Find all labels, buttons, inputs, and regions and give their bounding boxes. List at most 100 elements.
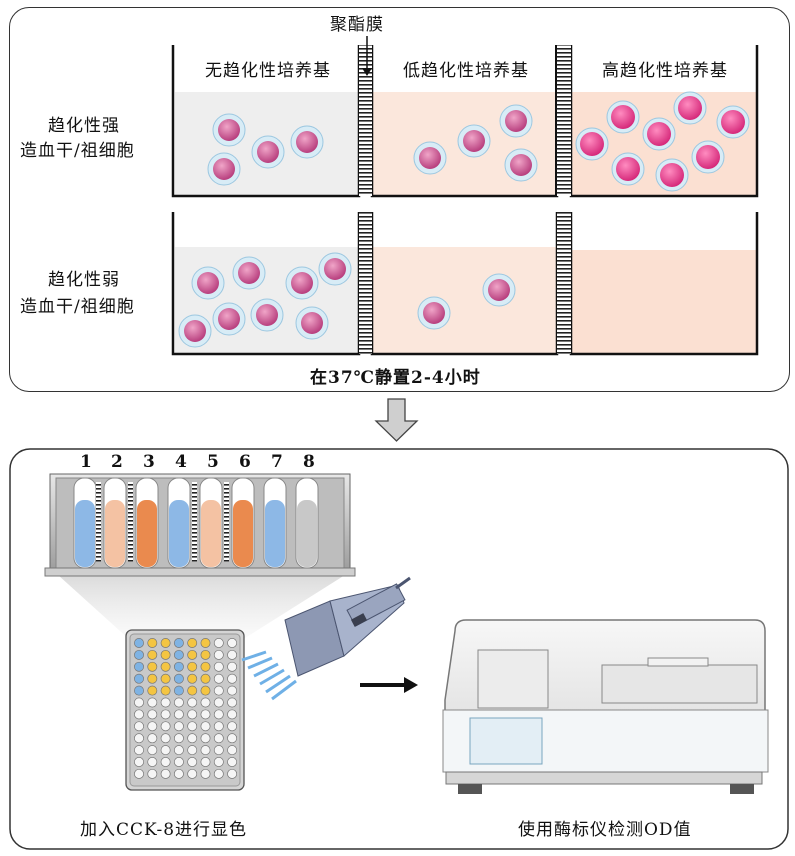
well (173, 661, 184, 672)
well (227, 638, 238, 648)
well (187, 733, 198, 744)
cell (251, 135, 285, 169)
well (160, 721, 171, 732)
well (227, 649, 238, 660)
well (147, 685, 158, 696)
step-cck8-label: 加入CCK-8进行显色 (80, 820, 248, 840)
cell (295, 306, 329, 340)
well (213, 673, 224, 684)
well (134, 721, 144, 732)
well (213, 733, 224, 744)
well (134, 673, 144, 684)
tube-number: 1 (80, 452, 93, 472)
well (173, 673, 184, 684)
tube-number: 3 (143, 452, 156, 472)
well (227, 697, 238, 708)
well (134, 685, 144, 696)
well (213, 768, 224, 779)
well (187, 757, 198, 767)
multichannel-pipette-icon (241, 576, 411, 701)
well (160, 757, 171, 767)
cell (417, 296, 451, 330)
tube (295, 477, 319, 569)
well (187, 685, 198, 696)
well (160, 733, 171, 744)
well (134, 661, 144, 672)
well (134, 709, 144, 720)
well (213, 661, 224, 672)
well (187, 673, 198, 684)
cell (232, 256, 266, 290)
cell (250, 298, 284, 332)
well (200, 745, 211, 756)
well (213, 721, 224, 732)
row-label-weak-line2: 造血干/祖细胞 (20, 297, 135, 317)
header-no-chemokine: 无趋化性培养基 (205, 61, 331, 81)
well (147, 697, 158, 708)
well (147, 757, 158, 767)
well (213, 745, 224, 756)
cell (413, 141, 447, 175)
membrane (557, 212, 571, 354)
membrane (359, 45, 372, 196)
well-plate-96 (125, 629, 245, 791)
incubation-text: 在37℃静置2-4小时 (310, 368, 481, 388)
well (147, 661, 158, 672)
cells-row-strong (207, 91, 750, 192)
tube-number: 7 (271, 452, 284, 472)
well (213, 649, 224, 660)
well (200, 673, 211, 684)
well (147, 721, 158, 732)
well (160, 745, 171, 756)
well (200, 721, 211, 732)
well (160, 673, 171, 684)
well (187, 638, 198, 648)
well (160, 685, 171, 696)
well (134, 757, 144, 767)
well (160, 768, 171, 779)
tube (73, 477, 97, 569)
well (187, 768, 198, 779)
well (173, 733, 184, 744)
well (147, 649, 158, 660)
cell (655, 158, 689, 192)
well (227, 733, 238, 744)
well (200, 638, 211, 648)
cell (191, 266, 225, 300)
well (160, 709, 171, 720)
well (227, 745, 238, 756)
well (213, 757, 224, 767)
cell (504, 148, 538, 182)
well (147, 673, 158, 684)
cells-row-weak (178, 252, 516, 348)
membrane (359, 212, 372, 354)
cell (285, 266, 319, 300)
well (160, 638, 171, 648)
bottom-panel (9, 448, 789, 850)
well (200, 661, 211, 672)
cell (207, 152, 241, 186)
well (134, 638, 144, 648)
well (187, 745, 198, 756)
well (173, 745, 184, 756)
cell (499, 104, 533, 138)
well (187, 709, 198, 720)
cell (606, 100, 640, 134)
well (160, 661, 171, 672)
well (227, 757, 238, 767)
well (200, 649, 211, 660)
well (213, 685, 224, 696)
well (173, 649, 184, 660)
tube-rack (44, 473, 356, 577)
well (147, 745, 158, 756)
tube (135, 477, 159, 569)
well (147, 768, 158, 779)
cell (691, 140, 725, 174)
well (173, 721, 184, 732)
header-high-chemokine: 高趋化性培养基 (602, 61, 728, 81)
well (227, 709, 238, 720)
well (173, 685, 184, 696)
cell (575, 127, 609, 161)
cell (318, 252, 352, 286)
